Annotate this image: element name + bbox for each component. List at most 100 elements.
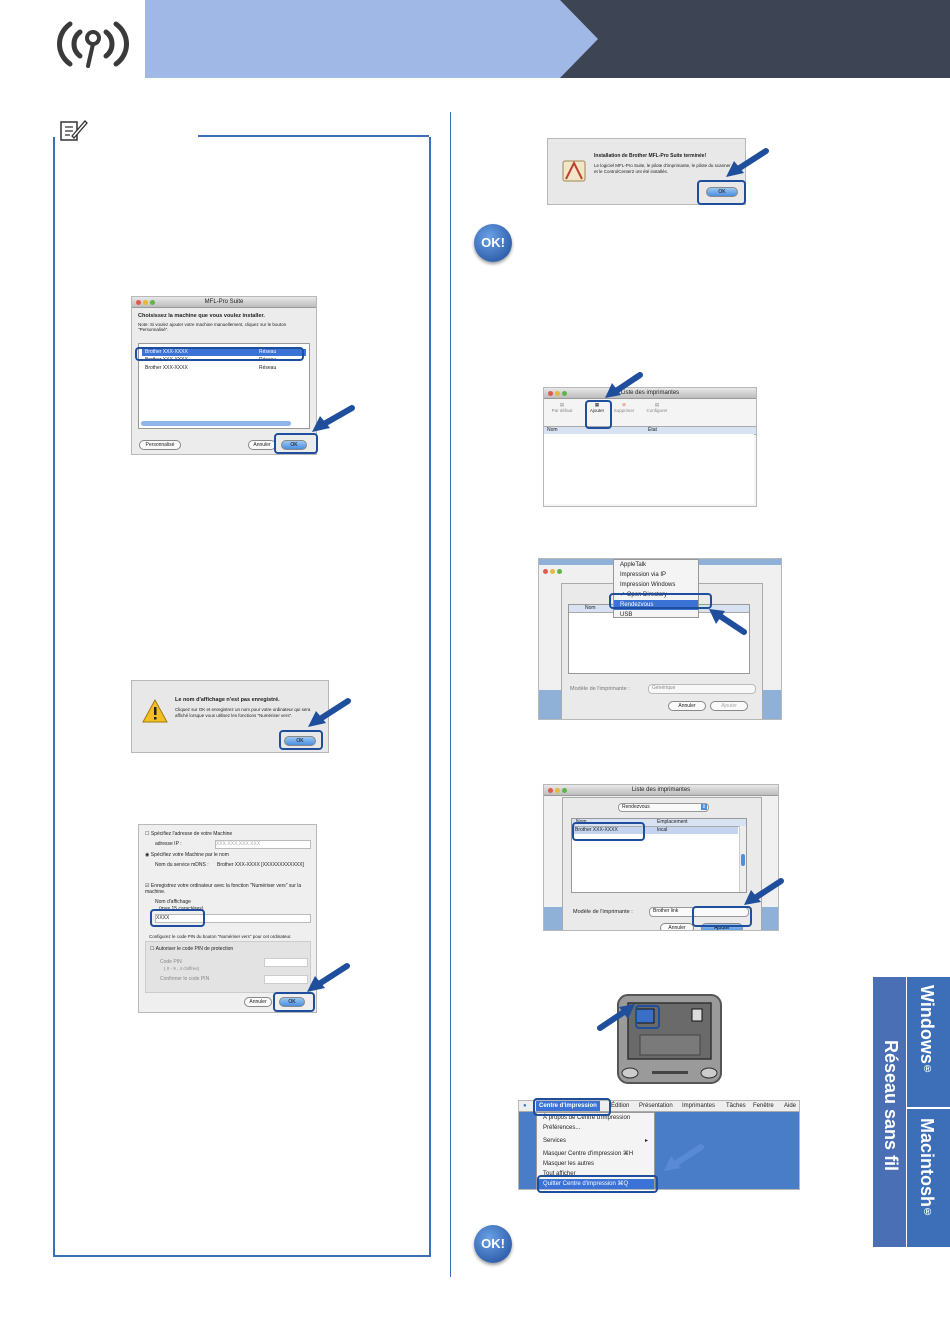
highlight-add-button [692, 906, 752, 927]
add-button[interactable]: Ajouter [710, 701, 748, 711]
cancel-button[interactable]: Annuler [660, 923, 694, 930]
custom-button[interactable]: Personnalisé [139, 440, 181, 450]
menu-item-quit[interactable]: Quitter Centre d'impression ⌘Q [537, 1179, 654, 1189]
menu-item[interactable]: Impression Windows [620, 582, 676, 588]
horizontal-scrollbar[interactable] [141, 421, 291, 426]
pin-enable-option[interactable]: ☐ Autoriser le code PIN de protection [150, 946, 234, 952]
window-title: Liste des imprimantes [620, 390, 680, 396]
menu-jobs[interactable]: Tâches [726, 1103, 746, 1109]
col-location[interactable]: Emplacement [657, 819, 688, 825]
menu-item-rendezvous[interactable]: Rendezvous [614, 600, 698, 610]
header-band-dark [560, 0, 950, 78]
menu-bar: ● Centre d'impression Édition Présentati… [519, 1101, 799, 1112]
ip-field[interactable]: XXX.XXX.XXX.XXX [215, 840, 311, 849]
screenshot-printer-list: Liste des imprimantes ▤Par défaut ▦Ajout… [543, 387, 757, 507]
ok-button[interactable]: OK [706, 187, 738, 197]
window-title: Liste des imprimantes [631, 787, 691, 793]
type-popup[interactable]: Rendezvous⇕ [618, 803, 709, 812]
menu-window[interactable]: Fenêtre [753, 1103, 774, 1109]
window-titlebar: Liste des imprimantes [544, 785, 778, 796]
pointer-arrow-icon [597, 1004, 635, 1031]
header-band-light [145, 0, 565, 78]
window-titlebar: Liste des imprimantes [544, 388, 756, 399]
mdns-label: Nom du service mDNS : [155, 862, 209, 868]
cancel-button[interactable]: Annuler [244, 997, 272, 1007]
pin-field[interactable] [264, 958, 308, 967]
menu-item[interactable]: Masquer les autres [543, 1161, 595, 1167]
model-label: Modèle de l'imprimante : [570, 686, 630, 692]
warning-icon [142, 698, 168, 725]
note-box-top-line [198, 135, 429, 137]
vertical-scrollbar[interactable] [739, 826, 746, 892]
pointer-arrow-icon [307, 963, 350, 992]
model-label: Modèle de l'imprimante : [573, 909, 633, 915]
menu-view[interactable]: Présentation [639, 1103, 673, 1109]
menu-help[interactable]: Aide [784, 1103, 797, 1109]
cancel-button[interactable]: Annuler [668, 701, 706, 711]
tab-macintosh-label: Macintosh® [917, 1118, 937, 1219]
register-option[interactable]: ☑ Enregistrez votre ordinateur avec la f… [145, 883, 302, 895]
window-title: MFL-Pro Suite [204, 299, 244, 305]
warning-heading: Le nom d'affichage n'est pas enregistré. [175, 697, 280, 703]
pin-confirm-field[interactable] [264, 975, 308, 984]
pointer-arrow-icon [744, 878, 784, 905]
menu-item[interactable]: À propos de Centre d'impression [543, 1115, 631, 1121]
menu-item[interactable]: ✓ Open Directory [620, 592, 668, 598]
column-divider [450, 112, 451, 1277]
ok-button[interactable]: OK [284, 736, 316, 746]
menu-item[interactable]: AppleTalk [620, 562, 647, 568]
computer-icon [616, 993, 723, 1085]
screenshot-machine-settings: ☐ Spécifiez l'adresse de votre Machine a… [138, 824, 317, 1013]
warning-body: Cliquez sur OK et enregistrez un nom pou… [175, 707, 311, 718]
menu-printers[interactable]: Imprimantes [682, 1103, 716, 1109]
ok-button[interactable]: OK [279, 997, 305, 1007]
side-tab-wireless [873, 977, 906, 1247]
highlight-printer-row [572, 822, 645, 841]
highlight-ok-button [697, 180, 746, 205]
option-name[interactable]: ◉ Spécifiez votre Machine par le nom [145, 852, 229, 858]
highlight-ok-button [273, 992, 315, 1012]
option-ip[interactable]: ☐ Spécifiez l'adresse de votre Machine [145, 831, 233, 837]
menu-item[interactable]: Impression via IP [620, 572, 667, 578]
ok-badge: OK! [474, 224, 512, 262]
toolbar-configure[interactable]: ▤Configurer [646, 402, 668, 413]
screenshot-rendezvous-menu: Nom Modèle de l'imprimante : Générique A… [538, 558, 782, 720]
mdns-value[interactable]: Brother XXX-XXXX [XXXXXXXXXXXX] [217, 862, 304, 868]
note-icon [58, 118, 88, 142]
cancel-button[interactable]: Annuler [248, 440, 276, 450]
side-tab-macintosh [907, 1109, 950, 1247]
menu-edit[interactable]: Édition [611, 1103, 630, 1109]
menu-item[interactable]: Masquer Centre d'impression ⌘H [543, 1151, 634, 1157]
col-name[interactable]: Nom [585, 605, 596, 611]
ok-badge: OK! [474, 1225, 512, 1263]
highlight-add-button [585, 400, 612, 429]
model-select[interactable]: Générique [648, 684, 756, 694]
display-name-label: Nom d'affichage [155, 899, 191, 905]
highlight-rendezvous [609, 593, 712, 609]
toolbar-delete[interactable]: ⊘Supprimer [613, 402, 635, 413]
complete-body: Le logiciel MFL-Pro Suite, le pilote d'i… [594, 163, 731, 174]
pin-hint: ( 0 - 9 , 4 chiffres) [164, 966, 200, 971]
display-name-field[interactable]: XXXX [155, 914, 311, 923]
tab-windows-label: Windows® [917, 985, 937, 1075]
highlight-selected-row [135, 347, 304, 361]
menu-item[interactable]: Préférences... [543, 1125, 581, 1131]
menu-item-services[interactable]: Services▸ [543, 1138, 648, 1144]
menu-item[interactable]: Tout afficher [543, 1171, 576, 1177]
pointer-arrow-icon [308, 698, 351, 727]
toolbar-default[interactable]: ▤Par défaut [551, 402, 573, 413]
col-state[interactable]: État [648, 427, 657, 433]
toolbar-add[interactable]: ▦Ajouter [589, 402, 605, 413]
col-name[interactable]: Nom [547, 427, 558, 433]
highlight-printer-app [635, 1005, 660, 1029]
apple-icon[interactable]: ● [523, 1103, 527, 1109]
menu-print-center[interactable]: Centre d'impression [536, 1101, 600, 1111]
pointer-arrow-icon [312, 405, 355, 432]
window-titlebar: MFL-Pro Suite [132, 297, 316, 308]
ok-button[interactable]: OK [281, 440, 307, 450]
menu-item[interactable]: USB [620, 612, 633, 618]
